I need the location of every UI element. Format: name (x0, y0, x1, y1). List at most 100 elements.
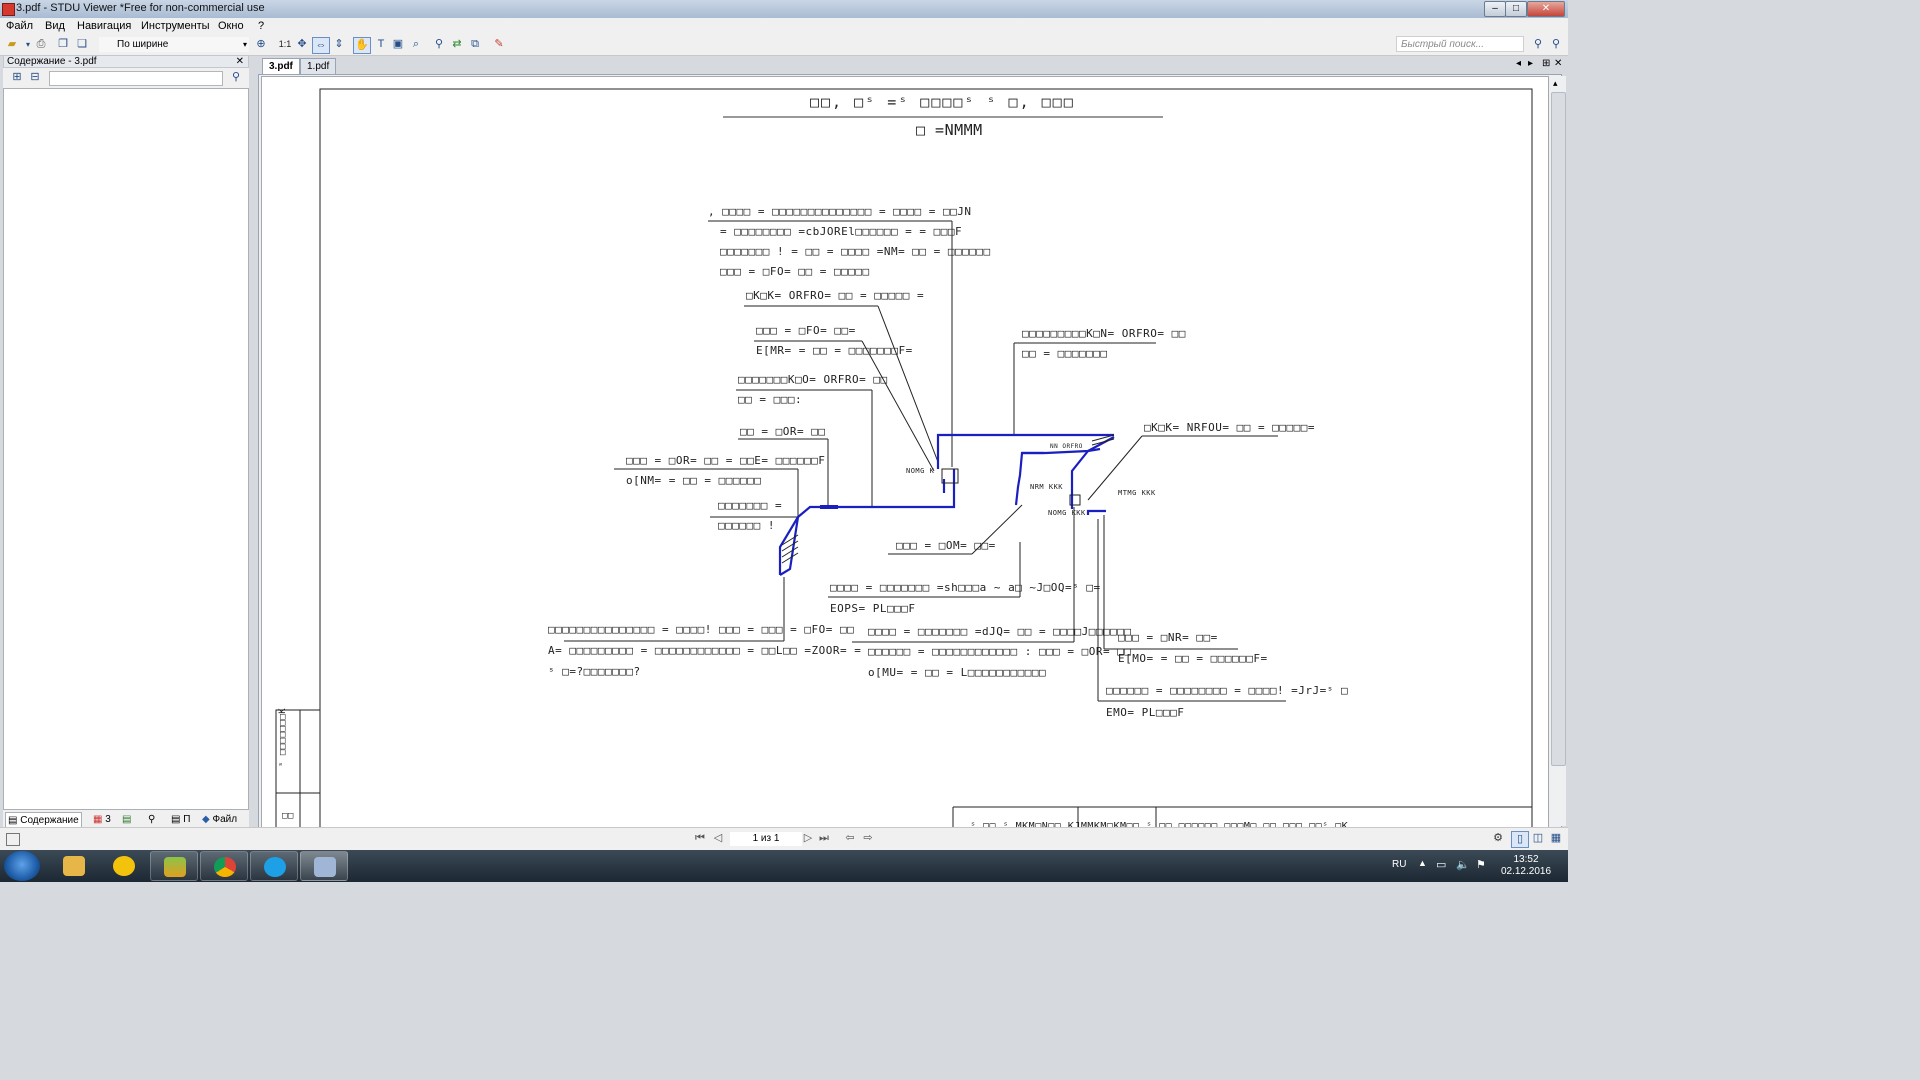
menu-view[interactable]: Вид (45, 20, 65, 32)
taskbar-chrome[interactable] (200, 851, 248, 881)
print-icon[interactable]: ⎙ (36, 38, 46, 50)
back-icon[interactable]: ⇦ (845, 832, 855, 844)
scroll-up-icon[interactable]: ▴ (1553, 78, 1558, 88)
clock[interactable]: 13:52 02.12.2016 (1496, 854, 1556, 878)
label-29: □□□□□□ = □□□□□□□□ = □□□□! =JrJ=ˢ □ (1106, 684, 1349, 697)
first-page-icon[interactable]: ⏮ (695, 832, 705, 844)
chrome-icon (214, 857, 236, 877)
label-3: □□□□□□□ ! = □□ = □□□□ =NM= □□ = □□□□□□ (720, 245, 991, 258)
taskbar-skype[interactable] (250, 851, 298, 881)
start-button[interactable] (4, 851, 40, 881)
scroll-thumb[interactable] (1551, 92, 1566, 766)
menu-window[interactable]: Окно (218, 20, 244, 32)
taskbar-bluestacks[interactable] (150, 851, 198, 881)
continuous-icon[interactable]: ▦ (1550, 832, 1562, 844)
label-7: E[MR= = □□ = □□□□□□□F= (756, 344, 913, 357)
swap-icon[interactable]: ⇄ (452, 38, 462, 50)
window-title: 3.pdf - STDU Viewer *Free for non-commer… (16, 2, 265, 14)
hand-tool-icon[interactable]: ✋ (353, 37, 371, 54)
sidebar-header: Содержание - 3.pdf ✕ (3, 55, 249, 68)
label-17: □K□K= NRFOU= □□ = □□□□□= (1144, 421, 1315, 434)
drawing-subheader: □ =NMMM (916, 121, 983, 139)
tab-pages[interactable]: ▤ П (171, 814, 191, 825)
menu-file[interactable]: Файл (6, 20, 34, 32)
minimize-button[interactable]: – (1484, 1, 1506, 17)
label-22: □□□□□□ = □□□□□□□□□□□□ : □□□ = □OR= □□ (868, 645, 1132, 658)
close-button[interactable]: ✕ (1527, 1, 1565, 17)
dropdown-arrow-icon[interactable]: ▾ (25, 40, 30, 49)
volume-icon[interactable]: 🔈 (1456, 859, 1470, 871)
fit-page-icon[interactable]: ✥ (297, 38, 307, 50)
taskbar-app2[interactable] (100, 851, 148, 881)
tab-3pdf[interactable]: 3.pdf (262, 58, 300, 74)
bookmark-icon[interactable]: ✎ (494, 38, 504, 50)
page-layout-icon[interactable]: ❐ (58, 38, 68, 50)
drawing-canvas (275, 88, 1533, 837)
fit-width-toggle-icon[interactable]: ⇔ (312, 37, 330, 54)
search-options-icon[interactable]: ⚲ (1551, 38, 1561, 50)
tray-expand-icon[interactable]: ▲ (1418, 858, 1427, 868)
menu-tools[interactable]: Инструменты (141, 20, 210, 32)
label-21: □□□□ = □□□□□□□ =dJQ= □□ = □□□□J□□□□□□ (868, 625, 1132, 638)
text-select-icon[interactable]: T (377, 38, 385, 50)
menu-help[interactable]: ? (258, 20, 265, 32)
label-28: E[MO= = □□ = □□□□□□F= (1118, 652, 1268, 665)
contents-panel (3, 88, 249, 810)
panel-toggle-icon[interactable] (6, 833, 20, 846)
two-pages-icon[interactable]: ◫ (1532, 832, 1544, 844)
tab-layers-icon[interactable]: ▤ (122, 814, 132, 825)
page-indicator[interactable]: 1 из 1 (730, 832, 802, 846)
maximize-button[interactable]: □ (1505, 1, 1527, 17)
open-folder-icon[interactable]: ▰ (7, 38, 17, 50)
snapshot-icon[interactable]: ▣ (392, 38, 404, 50)
close-icon[interactable]: ✕ (235, 56, 244, 67)
copy-icon[interactable]: ⧉ (471, 38, 479, 50)
settings-icon[interactable]: ⚙ (1493, 832, 1503, 844)
find-icon[interactable]: ⚲ (434, 38, 444, 50)
network-icon[interactable]: ▭ (1436, 859, 1447, 871)
tab-1pdf[interactable]: 1.pdf (300, 58, 337, 74)
zoom-in-icon[interactable]: ⊕ (256, 38, 266, 50)
forward-icon[interactable]: ⇨ (863, 832, 873, 844)
label-27: □□□ = □NR= □□= (1118, 631, 1218, 644)
menu-bar: Файл Вид Навигация Инструменты Окно ? (0, 18, 1568, 35)
label-16: □□ = □□□□□□□ (1022, 347, 1108, 360)
tab-prev-icon[interactable]: ◂ (1516, 58, 1522, 69)
actual-size-button[interactable]: 1:1 (278, 39, 292, 49)
tab-file-label: Файл (212, 814, 238, 825)
tab-next-icon[interactable]: ▸ (1528, 58, 1534, 69)
language-indicator[interactable]: RU (1392, 859, 1407, 870)
single-page-icon[interactable]: ▯ (1511, 831, 1529, 848)
label-20: EOPS= PL□□□F (830, 602, 916, 615)
vertical-scrollbar[interactable]: ▴ (1550, 76, 1566, 826)
last-page-icon[interactable]: ⏭ (819, 832, 829, 844)
expand-icon[interactable]: ⊞ (12, 71, 22, 83)
binoculars-icon[interactable]: ⚲ (231, 71, 241, 83)
tab-thumbnails[interactable]: ▦ 3 (93, 814, 111, 825)
taskbar-stdu[interactable] (300, 851, 348, 881)
leader-lines (564, 220, 1286, 702)
label-14: □□□□□□ ! (718, 519, 775, 532)
tab-list-icon[interactable]: ⊞ (1542, 58, 1551, 69)
filter-input[interactable] (49, 71, 223, 86)
fit-height-icon[interactable]: ⇕ (334, 38, 344, 50)
flag-icon[interactable]: ⚑ (1476, 859, 1486, 871)
clock-time: 13:52 (1513, 854, 1539, 865)
zoom-select[interactable]: По ширине ▾ (99, 37, 249, 52)
tab-search-icon[interactable]: ⚲ (148, 814, 156, 825)
next-page-icon[interactable]: ▷ (803, 832, 813, 844)
close-tab-icon[interactable]: ✕ (1554, 58, 1563, 69)
label-30: EMO= PL□□□F (1106, 706, 1185, 719)
clock-date: 02.12.2016 (1500, 866, 1552, 877)
quick-search-input[interactable]: Быстрый поиск... (1396, 36, 1524, 52)
skype-icon (264, 857, 286, 877)
page-layout-2-icon[interactable]: ❏ (77, 38, 87, 50)
search-icon[interactable]: ⚲ (1533, 38, 1543, 50)
tab-file[interactable]: ◆ Файл (202, 814, 238, 825)
menu-navigation[interactable]: Навигация (77, 20, 132, 32)
zoom-tool-icon[interactable]: ⌕ (412, 38, 420, 50)
prev-page-icon[interactable]: ◁ (713, 832, 723, 844)
taskbar-explorer[interactable] (50, 851, 98, 881)
pipe-network (778, 433, 1115, 576)
collapse-icon[interactable]: ⊟ (30, 71, 40, 83)
